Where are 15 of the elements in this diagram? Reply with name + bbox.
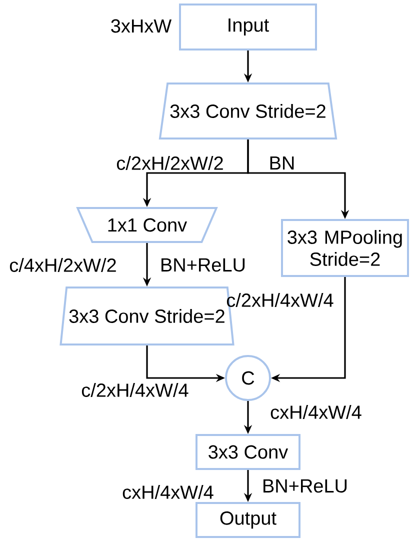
dimension-label: cxH/4xW/4 [122,485,214,499]
dimension-label: cxH/4xW/4 [270,405,362,419]
dimension-label: BN+ReLU [264,479,347,493]
dimension-label: c/4xH/2xW/2 [10,258,116,272]
conv-trapezoid: 3x3 Conv Stride=2 [158,82,338,140]
dimension-label: BN+ReLU [162,258,245,272]
dimension-label: c/2xH/2xW/2 [116,156,223,170]
dimension-label: c/2xH/4xW/4 [226,293,334,307]
output-box: Output [196,502,300,538]
shape-label: 3xHxW [111,19,172,33]
dimension-label: BN [270,156,294,170]
conv-box: 3x3 Conv [196,434,300,470]
dimension-label: c/2xH/4xW/4 [82,383,188,397]
pooling-box: 3x3 MPooling Stride=2 [281,219,409,277]
input-box: Input [179,4,317,50]
